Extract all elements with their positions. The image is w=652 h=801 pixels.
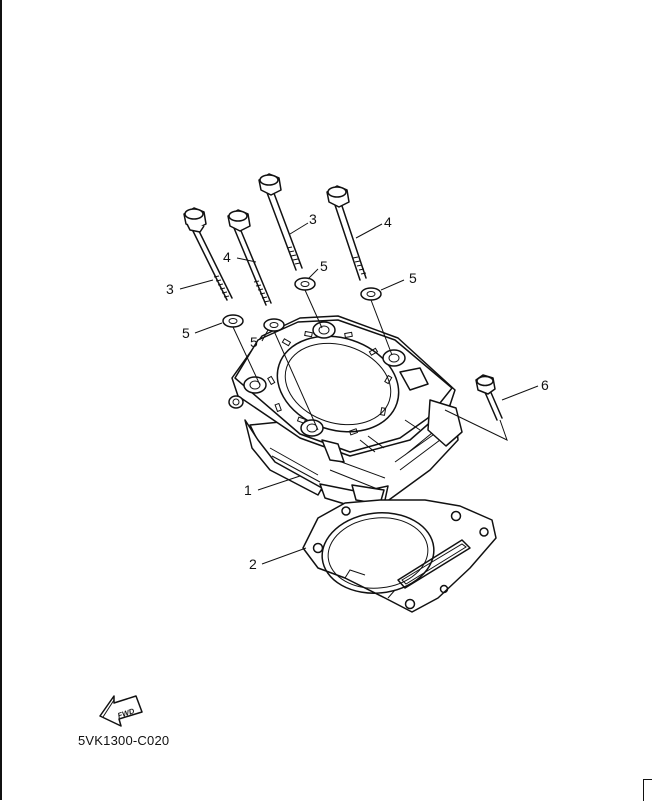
callout-5-d: 5 [409,270,417,286]
cylinder-bolt-4-right [326,185,367,281]
cylinder-bolt-3-right [258,173,303,271]
callout-5-c: 5 [320,258,328,274]
page-frame-left-edge [0,0,2,800]
cylinder-bolt-3-left [183,207,233,301]
cylinder-base-gasket [302,499,497,613]
assembly-lines [232,289,508,441]
callout-5-b: 5 [250,334,258,350]
callout-2: 2 [249,556,257,572]
diagram-code: 5VK1300-C020 [78,733,170,748]
fwd-arrow-icon: FWD [99,695,143,727]
callout-5-a: 5 [182,325,190,341]
cylinder-bolt-6 [475,374,503,421]
callout-1: 1 [244,482,252,498]
callout-6: 6 [541,377,549,393]
callout-4-right: 4 [384,214,392,230]
cylinder-part [228,315,463,509]
callout-3-right: 3 [309,211,317,227]
page-frame-corner-mark [643,779,652,801]
callout-4-left: 4 [223,249,231,265]
cylinder-bolt-4-left [227,209,272,306]
washers-5 [222,277,382,332]
callout-leaders [179,222,539,565]
callout-3-left: 3 [166,281,174,297]
